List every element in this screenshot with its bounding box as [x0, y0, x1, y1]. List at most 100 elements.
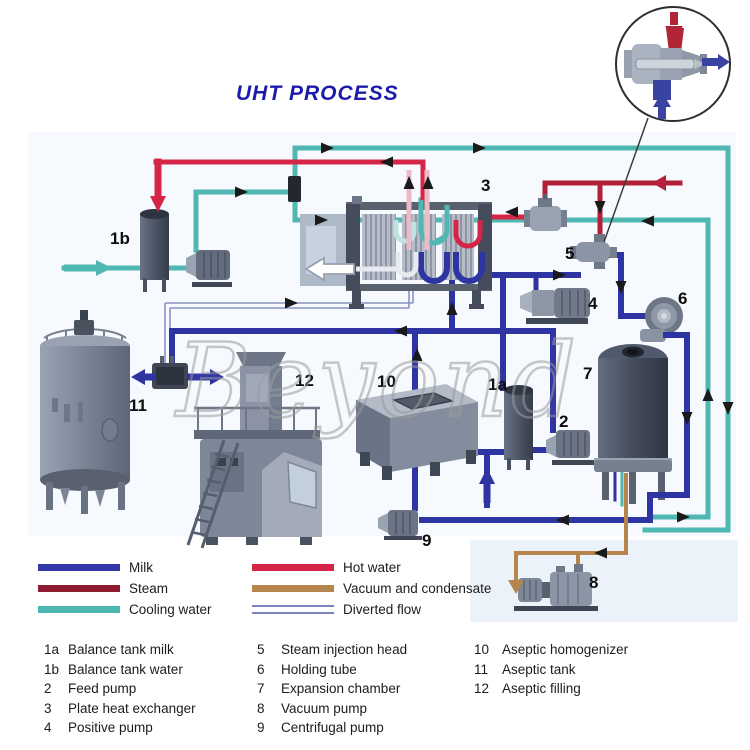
equipment-key-column-3: 10 Aseptic homogenizer 11 Aseptic tank 12 A… [474, 640, 628, 699]
legend-label: Milk [129, 560, 153, 575]
legend-row-hot-water: Hot water [252, 557, 491, 578]
aseptic-homogenizer [356, 384, 478, 480]
steam-line-swatch [38, 585, 120, 592]
cooling-water-line-swatch [38, 606, 120, 613]
water-feed-pump [186, 250, 232, 287]
centrifugal-pump [378, 510, 422, 540]
legend-label: Cooling water [129, 602, 212, 617]
key-num: 9 [257, 720, 265, 736]
label-1a: 1a [488, 375, 507, 394]
key-num: 10 [474, 642, 490, 658]
diverted-flow-line-swatch [252, 605, 334, 614]
legend-label: Steam [129, 581, 169, 596]
diverted-flow-bar [252, 612, 334, 614]
key-name: Aseptic filling [502, 681, 581, 697]
key-row: 7 Expansion chamber [257, 679, 407, 699]
balance-tank-milk [504, 385, 533, 470]
legend-row-cooling-water: Cooling water [38, 599, 212, 620]
label-2: 2 [559, 412, 568, 431]
milk-line-swatch [38, 564, 120, 571]
colored-arrows [64, 175, 666, 594]
key-name: Aseptic homogenizer [502, 642, 629, 658]
key-num: 8 [257, 700, 265, 716]
legend-row-vacuum-condensate: Vacuum and condensate [252, 578, 491, 599]
legend-label: Diverted flow [343, 602, 422, 617]
label-1b: 1b [110, 229, 130, 248]
inset-pointer-line [603, 117, 649, 243]
key-num: 1b [44, 661, 60, 677]
legend-row-diverted-flow: Diverted flow [252, 599, 491, 620]
key-name: Expansion chamber [281, 681, 401, 697]
key-name: Balance tank milk [68, 642, 174, 658]
key-row: 10 Aseptic homogenizer [474, 640, 628, 660]
key-num: 3 [44, 700, 52, 716]
key-name: Balance tank water [68, 661, 183, 677]
key-num: 5 [257, 642, 265, 658]
vacuum-condensate-line-swatch [252, 585, 334, 592]
inset-detail-circle [615, 6, 731, 122]
key-num: 11 [474, 661, 489, 677]
label-9: 9 [422, 531, 431, 550]
label-12: 12 [295, 371, 314, 390]
diverted-flow-bar [252, 605, 334, 607]
key-row: 2 Feed pump [44, 679, 196, 699]
key-num: 2 [44, 681, 52, 697]
key-row: 9 Centrifugal pump [257, 718, 407, 738]
key-name: Vacuum pump [281, 700, 368, 716]
legend-label: Vacuum and condensate [343, 581, 492, 596]
equipment-key-column-2: 5 Steam injection head 6 Holding tube 7 Exp… [257, 640, 407, 738]
holding-tube [645, 297, 683, 335]
key-row: 8 Vacuum pump [257, 699, 407, 719]
key-row: 1a Balance tank milk [44, 640, 196, 660]
legend-row-milk: Milk [38, 557, 212, 578]
label-4: 4 [588, 294, 598, 313]
key-row: 3 Plate heat exchanger [44, 699, 196, 719]
milk-bottom-pipe [419, 332, 690, 523]
key-row: 1b Balance tank water [44, 660, 196, 680]
key-num: 7 [257, 681, 265, 697]
key-row: 12 Aseptic filling [474, 679, 628, 699]
key-name: Aseptic tank [502, 661, 576, 677]
key-row: 6 Holding tube [257, 660, 407, 680]
label-7: 7 [583, 364, 592, 383]
key-row: 11 Aseptic tank [474, 660, 628, 680]
aseptic-filling-machine [186, 352, 322, 549]
page-title: UHT PROCESS [236, 82, 399, 105]
diagram-number-labels: 1b 3 5 4 6 7 11 12 10 1a 2 9 8 [110, 176, 687, 592]
legend-left-column: Milk Steam Cooling water [38, 557, 212, 620]
routing-valve [152, 356, 188, 389]
label-8: 8 [589, 573, 598, 592]
positive-pump [520, 288, 590, 324]
key-name: Plate heat exchanger [68, 700, 196, 716]
label-6: 6 [678, 289, 687, 308]
equipment-key-column-1: 1a Balance tank milk 1b Balance tank water… [44, 640, 196, 738]
key-name: Steam injection head [281, 642, 408, 658]
key-row: 5 Steam injection head [257, 640, 407, 660]
key-name: Holding tube [281, 661, 357, 677]
legend-right-column: Hot water Vacuum and condensate Diverted… [252, 557, 491, 620]
key-name: Positive pump [68, 720, 153, 736]
label-5: 5 [565, 244, 574, 263]
key-num: 6 [257, 661, 265, 677]
key-num: 4 [44, 720, 52, 736]
key-num: 1a [44, 642, 60, 658]
legend-row-steam: Steam [38, 578, 212, 599]
key-num: 12 [474, 681, 490, 697]
vacuum-pump [514, 564, 598, 611]
key-name: Feed pump [68, 681, 137, 697]
pipe-fitting [288, 176, 301, 202]
expansion-chamber [594, 329, 672, 504]
balance-tank-water [140, 209, 169, 292]
label-10: 10 [377, 372, 396, 391]
key-name: Centrifugal pump [281, 720, 384, 736]
hot-water-line-swatch [252, 564, 334, 571]
legend-label: Hot water [343, 560, 401, 575]
steam-regulator-valve [524, 194, 567, 231]
feed-pump [546, 430, 594, 465]
label-3: 3 [481, 176, 490, 195]
steam-injection-head [570, 234, 617, 269]
key-row: 4 Positive pump [44, 718, 196, 738]
aseptic-tank [40, 310, 130, 514]
